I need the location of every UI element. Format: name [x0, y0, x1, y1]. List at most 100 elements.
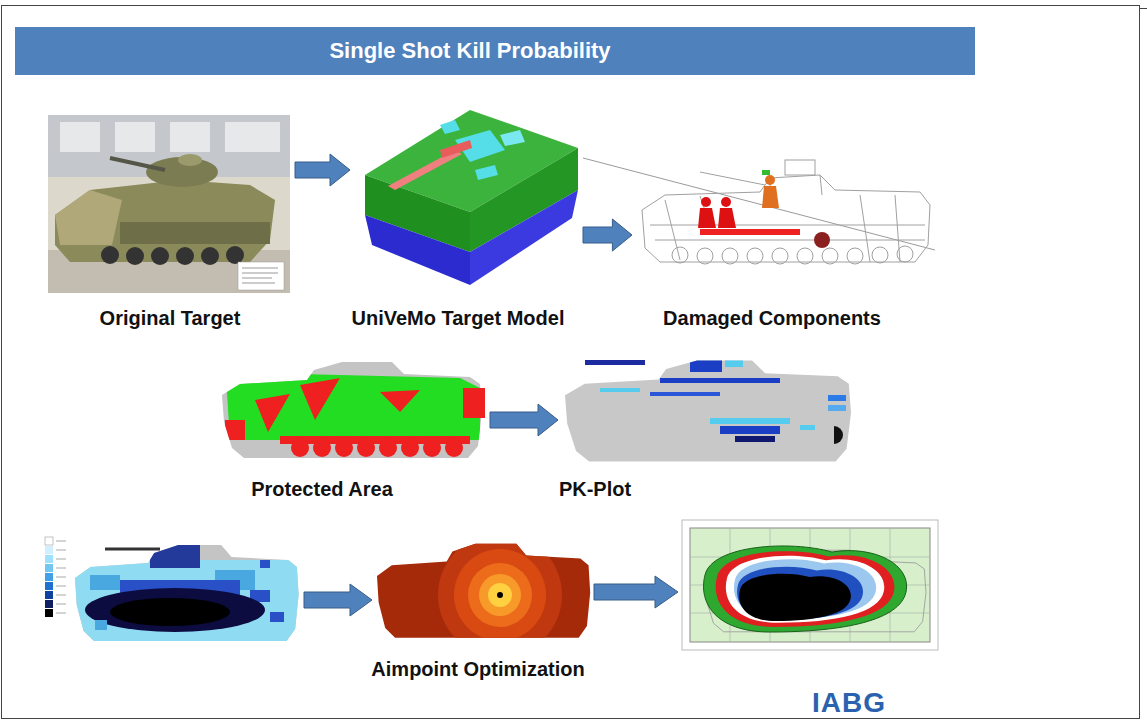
vehicle-model	[500, 130, 525, 146]
image-panel: Protected Area	[220, 350, 485, 462]
pk-plot	[650, 392, 720, 396]
damage-wireframe	[701, 197, 711, 207]
damage-wireframe	[718, 208, 736, 228]
damage-wireframe	[700, 229, 800, 235]
damage-wireframe	[762, 186, 779, 208]
vehicle-model	[440, 140, 472, 158]
pk-map	[56, 541, 66, 542]
pk-plot	[735, 436, 775, 442]
damage-wireframe	[847, 248, 863, 264]
contour-plot	[682, 520, 938, 650]
protected-area-plot	[445, 439, 463, 457]
vehicle-model	[388, 150, 462, 190]
protected-area-plot	[225, 374, 480, 457]
vehicle-photo	[48, 115, 290, 293]
aimpoint-map	[438, 533, 562, 657]
aimpoint-map	[497, 592, 503, 598]
pk-plot	[565, 361, 851, 462]
damage-wireframe	[785, 160, 815, 175]
vehicle-model	[365, 215, 470, 285]
vehicle-photo	[101, 246, 244, 265]
aimpoint-map	[488, 583, 512, 607]
aimpoint-map	[377, 533, 590, 657]
damage-wireframe	[642, 175, 930, 262]
flow-arrow	[304, 584, 372, 616]
pk-map	[150, 543, 200, 568]
vehicle-model	[440, 120, 460, 134]
pk-map	[45, 591, 53, 599]
damage-wireframe	[762, 170, 770, 175]
pk-plot	[565, 350, 851, 461]
aimpoint-map	[468, 563, 532, 627]
damage-wireframe	[700, 172, 765, 185]
pk-map	[56, 613, 66, 614]
protected-area-plot	[463, 388, 485, 418]
pk-map	[45, 546, 53, 554]
pk-map	[56, 541, 66, 613]
pk-plot	[660, 378, 780, 383]
damage-wireframe	[698, 197, 736, 228]
damage-wireframe	[770, 175, 822, 195]
pk-plot	[600, 388, 640, 392]
vehicle-photo	[101, 246, 119, 264]
image-caption: UniVeMo Target Model	[352, 306, 565, 330]
pk-map	[85, 588, 265, 632]
pk-plot	[828, 395, 846, 401]
pk-map	[45, 537, 300, 642]
pk-map	[95, 620, 107, 630]
damage-wireframe	[650, 225, 925, 226]
protected-area-plot	[401, 439, 419, 457]
protected-area-plot	[222, 362, 485, 458]
contour-plot	[690, 528, 930, 642]
vehicle-photo	[242, 268, 278, 269]
pk-map	[270, 612, 284, 622]
image-caption: Original Target	[100, 306, 241, 330]
vehicle-photo	[48, 115, 290, 293]
contour-plot	[716, 551, 895, 627]
vehicle-photo	[176, 247, 194, 265]
protected-area-plot	[335, 439, 353, 457]
contour-plot	[682, 520, 938, 650]
protected-area-plot	[357, 439, 375, 457]
vehicle-model	[365, 110, 578, 285]
pk-map	[45, 609, 53, 617]
pk-plot	[800, 425, 815, 430]
damage-wireframe	[642, 160, 930, 264]
damage-wireframe	[747, 248, 763, 264]
vehicle-photo	[225, 122, 280, 152]
vehicle-photo	[120, 222, 270, 244]
slide-frame	[2, 6, 1140, 719]
contour-plot	[704, 546, 907, 632]
damage-wireframe	[814, 232, 830, 248]
vehicle-model	[470, 190, 578, 285]
pk-map	[45, 600, 53, 608]
protected-area-plot	[225, 420, 245, 440]
damage-wireframe	[872, 247, 888, 263]
flow-arrow	[490, 404, 558, 436]
image-caption: Aimpoint Optimization	[371, 657, 584, 681]
pk-map	[75, 543, 300, 642]
pk-plot	[600, 350, 815, 442]
protected-area-plot	[291, 439, 309, 457]
protected-area-plot	[255, 394, 290, 432]
vehicle-photo	[170, 122, 210, 152]
pk-map	[45, 582, 53, 590]
pk-map	[90, 575, 120, 590]
vehicle-photo	[110, 158, 165, 170]
damage-wireframe	[672, 247, 688, 263]
pk-plot	[725, 355, 743, 367]
contour-plot	[726, 556, 884, 623]
pk-map	[56, 577, 66, 578]
pk-map	[45, 537, 66, 617]
damage-wireframe	[583, 158, 935, 250]
damage-wireframe	[822, 248, 838, 264]
pk-plot	[585, 360, 645, 365]
image-panel: PK-Plot	[563, 345, 850, 465]
vehicle-model	[475, 165, 498, 180]
image-caption: Damaged Components	[663, 306, 881, 330]
pk-plot	[690, 350, 722, 372]
vehicle-photo	[55, 190, 122, 245]
